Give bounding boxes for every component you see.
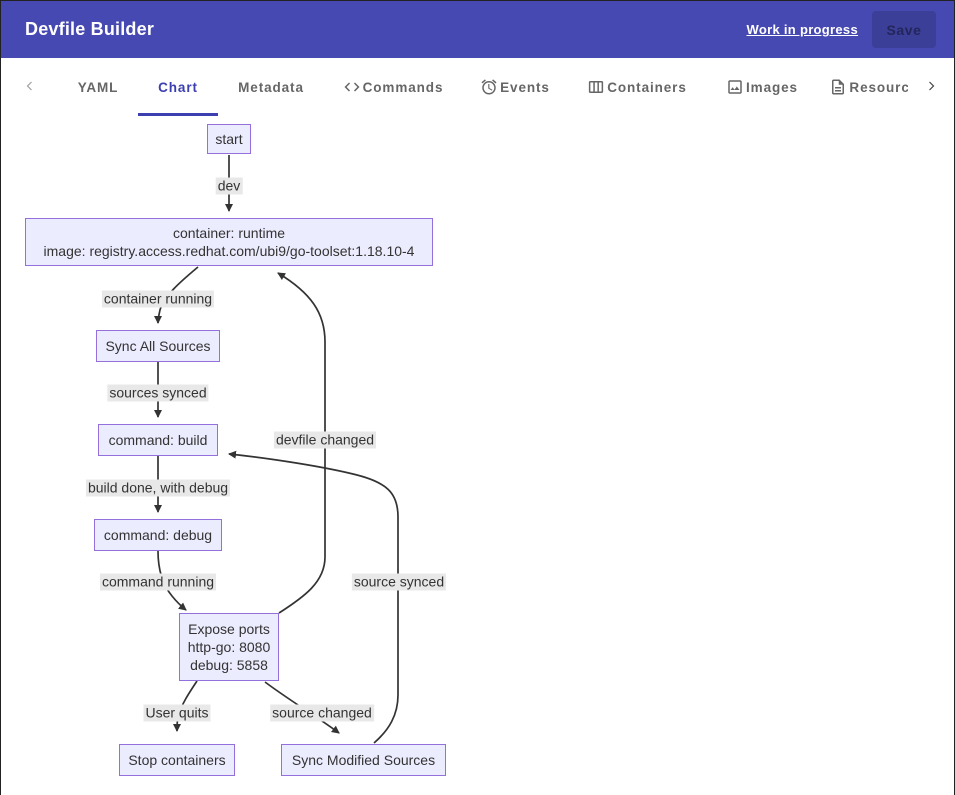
edge-label-source-changed: source changed (270, 704, 374, 722)
tab-images[interactable]: Images (706, 58, 818, 116)
image-icon (726, 78, 744, 96)
tab-containers[interactable]: Containers (568, 58, 706, 116)
node-start: start (207, 124, 251, 154)
edge-label-sources-synced: sources synced (107, 384, 209, 402)
edge-expose-to-runtime (277, 272, 326, 614)
edge-label-build-done: build done, with debug (85, 479, 231, 497)
node-stop-containers: Stop containers (119, 744, 235, 776)
columns-icon (587, 78, 605, 96)
node-sync-all-sources: Sync All Sources (96, 330, 220, 362)
save-button[interactable]: Save (872, 11, 936, 48)
tab-resources[interactable]: Resources (818, 58, 908, 116)
active-tab-indicator (138, 113, 218, 116)
page-title: Devfile Builder (25, 19, 155, 39)
chevron-left-icon (24, 80, 36, 95)
node-command-debug: command: debug (94, 519, 222, 551)
edge-label-container-running: container running (101, 290, 215, 308)
tab-bar: YAML Chart Metadata Commands Events (1, 58, 954, 116)
edge-label-devfile-changed: devfile changed (273, 431, 377, 449)
node-sync-modified-sources: Sync Modified Sources (281, 744, 446, 776)
edge-label-user-quits: User quits (143, 704, 211, 722)
tabs-scroll-right-button[interactable] (908, 58, 954, 116)
state-flowchart: start container: runtime image: registry… (1, 116, 954, 795)
header-actions: Work in progress Save (747, 11, 936, 48)
flowchart-edges-canvas (154, 155, 399, 744)
tabs-scroller: YAML Chart Metadata Commands Events (58, 58, 908, 116)
edge-label-source-synced: source synced (351, 573, 447, 591)
alarm-icon (480, 78, 498, 96)
tab-metadata[interactable]: Metadata (238, 79, 304, 95)
edge-syncmod-to-build (228, 450, 399, 744)
node-container-runtime: container: runtime image: registry.acces… (25, 218, 433, 266)
tabs-scroll-left-button[interactable] (1, 58, 58, 116)
node-command-build: command: build (98, 424, 218, 456)
tab-events[interactable]: Events (462, 58, 568, 116)
node-expose-ports: Expose ports http-go: 8080 debug: 5858 (179, 613, 279, 681)
work-in-progress-link[interactable]: Work in progress (746, 22, 858, 37)
edge-runtime-to-syncall (154, 266, 199, 324)
tab-commands[interactable]: Commands (324, 58, 462, 116)
edge-label-dev: dev (215, 177, 243, 195)
chevron-right-icon (925, 80, 937, 95)
code-icon (343, 78, 361, 96)
app-header: Devfile Builder Work in progress Save (1, 1, 954, 58)
tab-yaml[interactable]: YAML (77, 79, 119, 95)
edge-debug-to-expose (157, 550, 187, 611)
document-icon (829, 78, 847, 96)
edge-label-command-running: command running (99, 573, 217, 591)
tab-chart[interactable]: Chart (138, 58, 218, 116)
